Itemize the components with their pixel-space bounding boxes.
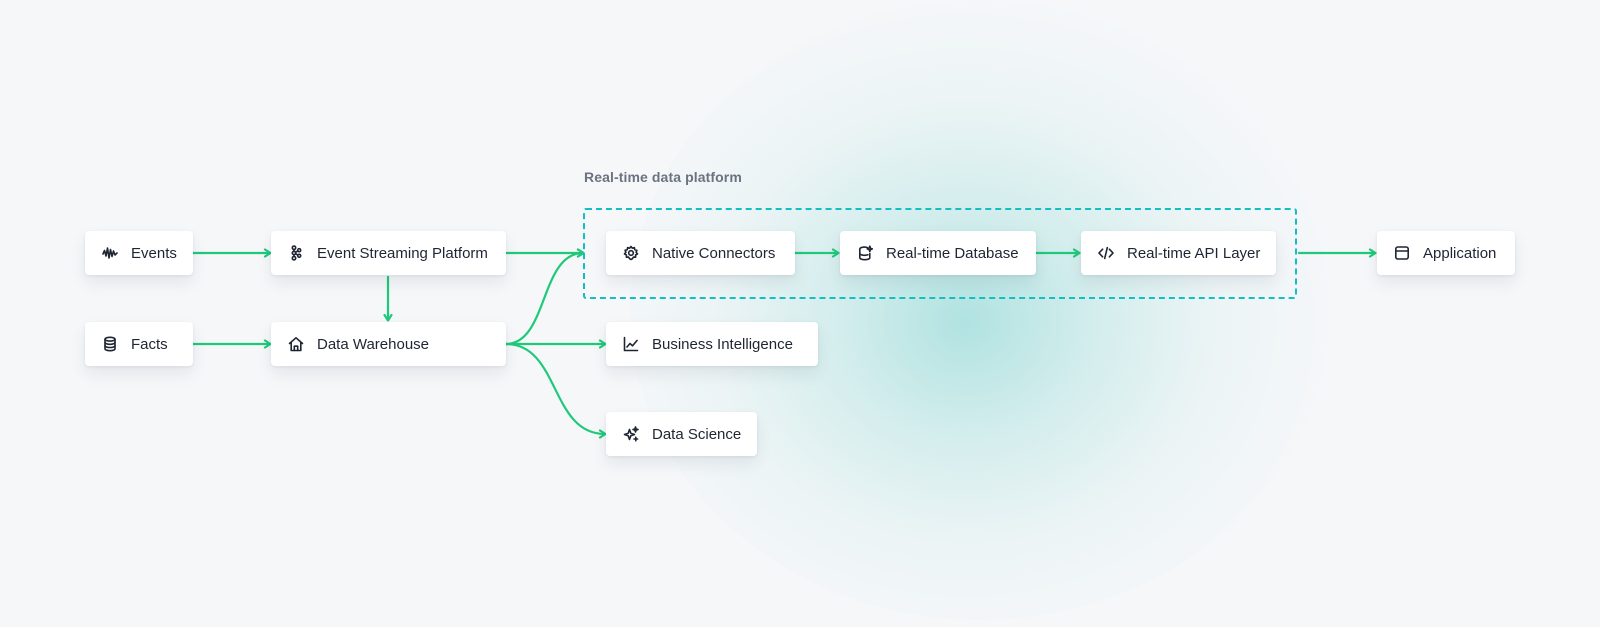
node-realtime-api[interactable]: Real-time API Layer [1081, 231, 1276, 275]
node-application-label: Application [1423, 244, 1497, 262]
node-event-streaming[interactable]: Event Streaming Platform [271, 231, 506, 275]
node-facts-label: Facts [131, 335, 168, 353]
node-native-connectors-label: Native Connectors [652, 244, 776, 262]
sparkles-icon [623, 426, 639, 442]
node-application[interactable]: Application [1377, 231, 1515, 275]
node-realtime-database-label: Real-time Database [886, 244, 1019, 262]
node-realtime-api-label: Real-time API Layer [1127, 244, 1261, 262]
gear-icon [623, 245, 639, 261]
group-label: Real-time data platform [584, 169, 742, 185]
node-native-connectors[interactable]: Native Connectors [606, 231, 795, 275]
edge-data-warehouse-to-data-science [504, 342, 607, 439]
node-data-science-label: Data Science [652, 425, 742, 443]
kafka-icon [288, 245, 304, 261]
node-facts[interactable]: Facts [85, 322, 193, 366]
node-data-science[interactable]: Data Science [606, 412, 757, 456]
app-window-icon [1394, 245, 1410, 261]
realtime-platform-group [583, 208, 1297, 299]
node-data-warehouse-label: Data Warehouse [317, 335, 430, 353]
node-event-streaming-label: Event Streaming Platform [317, 244, 488, 262]
code-icon [1098, 245, 1114, 261]
edge-data-warehouse-to-native-connectors [504, 248, 585, 346]
node-events[interactable]: Events [85, 231, 193, 275]
node-realtime-database[interactable]: Real-time Database [840, 231, 1036, 275]
node-data-warehouse[interactable]: Data Warehouse [271, 322, 506, 366]
line-chart-icon [623, 336, 639, 352]
waveform-icon [102, 245, 118, 261]
database-icon [102, 336, 118, 352]
node-business-intelligence-label: Business Intelligence [652, 335, 793, 353]
warehouse-icon [288, 336, 304, 352]
database-spark-icon [857, 245, 873, 261]
node-events-label: Events [131, 244, 177, 262]
node-business-intelligence[interactable]: Business Intelligence [606, 322, 818, 366]
